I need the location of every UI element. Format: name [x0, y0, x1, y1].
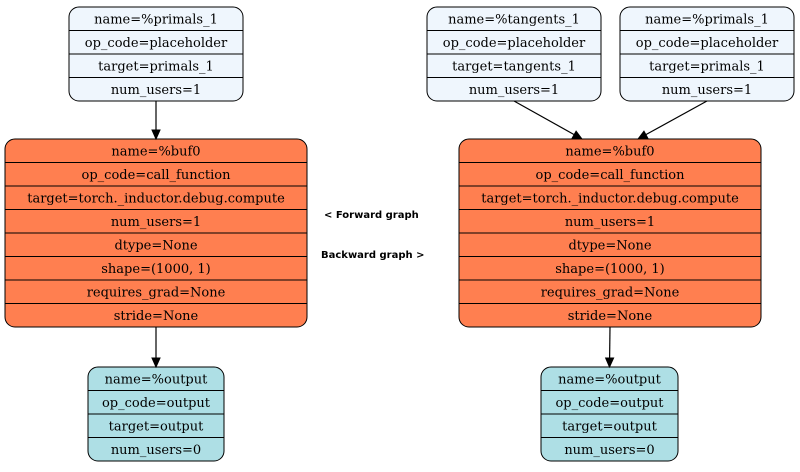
node-field: name=%output	[558, 372, 662, 387]
node-field: op_code=placeholder	[636, 36, 779, 51]
node-field: stride=None	[114, 309, 199, 324]
edge-bwd-primals-1-to-bwd-buf0	[645, 100, 708, 136]
node-field: target=tangents_1	[452, 59, 576, 74]
node-field: name=%primals_1	[645, 12, 769, 27]
arrowhead-icon	[151, 129, 161, 141]
bwd-tangents-1-node: name=%tangents_1 op_code=placeholdertarge…	[426, 6, 602, 102]
node-field: target=torch._inductor.debug.compute	[481, 191, 739, 206]
node-field: num_users=0	[111, 443, 201, 458]
node-field: num_users=1	[662, 83, 752, 98]
forward-graph-label: < Forward graph	[324, 210, 419, 221]
fwd-primals-1-node: name=%primals_1 op_code=placeholdertarget…	[68, 6, 244, 102]
backward-graph: name=%tangents_1 op_code=placeholdertarge…	[426, 6, 795, 462]
node-field: op_code=call_function	[536, 168, 686, 183]
arrowhead-icon	[571, 130, 584, 140]
node-field: op_code=placeholder	[85, 36, 228, 51]
node-field: name=%primals_1	[94, 12, 218, 27]
arrowhead-icon	[604, 357, 615, 369]
node-field: target=torch._inductor.debug.compute	[27, 191, 285, 206]
node-field: requires_grad=None	[541, 285, 680, 300]
bwd-primals-1-node: name=%primals_1 op_code=placeholdertarget…	[619, 6, 795, 102]
fwd-buf0-node: name=%buf0 op_code=call_function target=to…	[4, 138, 308, 328]
node-field: name=%buf0	[565, 144, 654, 159]
arrowhead-icon	[151, 357, 161, 369]
node-field: target=primals_1	[649, 59, 765, 74]
bwd-output-node: name=%output op_code=output target=output n…	[540, 366, 679, 462]
node-field: name=%output	[105, 372, 209, 387]
edge-bwd-tangents-1-to-bwd-buf0	[513, 100, 575, 136]
fwd-output-node: name=%output op_code=output target=output n…	[87, 366, 225, 462]
node-field: op_code=output	[102, 396, 211, 411]
node-field: num_users=1	[111, 215, 201, 230]
node-field: requires_grad=None	[87, 285, 226, 300]
node-field: target=output	[562, 419, 657, 434]
node-field: shape=(1000, 1)	[555, 262, 664, 277]
node-field: num_users=1	[565, 215, 655, 230]
forward-graph: name=%primals_1 op_code=placeholdertarget…	[4, 6, 308, 462]
node-field: num_users=0	[564, 443, 654, 458]
node-field: num_users=1	[469, 83, 559, 98]
backward-graph-label: Backward graph >	[321, 250, 425, 261]
node-field: op_code=placeholder	[443, 36, 586, 51]
node-field: target=output	[109, 419, 204, 434]
arrowhead-icon	[636, 130, 649, 140]
node-field: dtype=None	[114, 238, 197, 253]
node-field: op_code=call_function	[82, 168, 232, 183]
node-field: stride=None	[568, 309, 653, 324]
node-field: num_users=1	[111, 83, 201, 98]
node-field: dtype=None	[568, 238, 651, 253]
node-field: op_code=output	[555, 396, 664, 411]
node-field: name=%tangents_1	[448, 12, 580, 27]
node-field: target=primals_1	[98, 59, 214, 74]
bwd-buf0-node: name=%buf0 op_code=call_function target=to…	[458, 138, 762, 328]
node-field: shape=(1000, 1)	[101, 262, 210, 277]
node-field: name=%buf0	[111, 144, 200, 159]
